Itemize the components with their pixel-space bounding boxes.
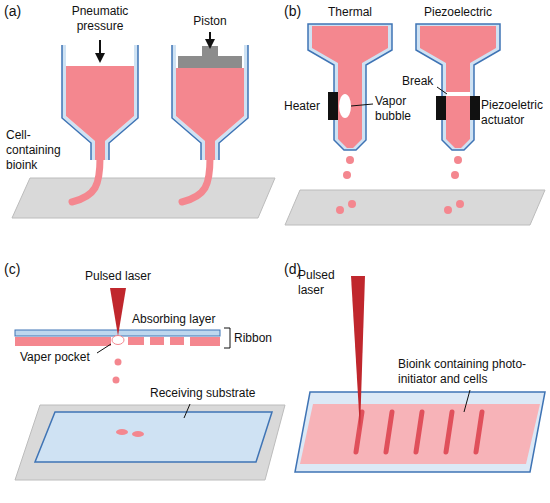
laser-transfer [15,288,285,480]
part-label: Pulsed laser [298,268,346,298]
part-label: Piston [170,14,250,29]
part-label: Absorbing layer [132,312,215,327]
piston-syringe [172,32,248,202]
panel-letter: (a) [4,4,21,19]
part-label: Pulsed laser [68,269,168,284]
part-label: Receiving substrate [150,386,255,401]
part-label: Vaper pocket [20,350,90,365]
part-label: Vapor bubble [375,94,425,124]
part-label: Break [402,74,433,89]
substrate [12,178,275,218]
part-label: Piezoelectric [408,5,508,20]
part-label: Ribbon [234,331,272,346]
part-label: Pneumatic pressure [55,4,145,34]
part-label: Thermal [310,5,390,20]
substrate [285,190,545,225]
part-label: Bioink containing photo-initiator and ce… [398,357,546,387]
pneumatic-syringe [62,40,138,202]
panel-letter: (b) [284,4,301,19]
panel-letter: (c) [4,262,20,277]
part-label: Cell-containing bioink [6,128,70,173]
part-label: Heater [284,99,320,114]
laser-bath [295,276,545,472]
part-label: Piezoeletric actuator [481,98,547,128]
